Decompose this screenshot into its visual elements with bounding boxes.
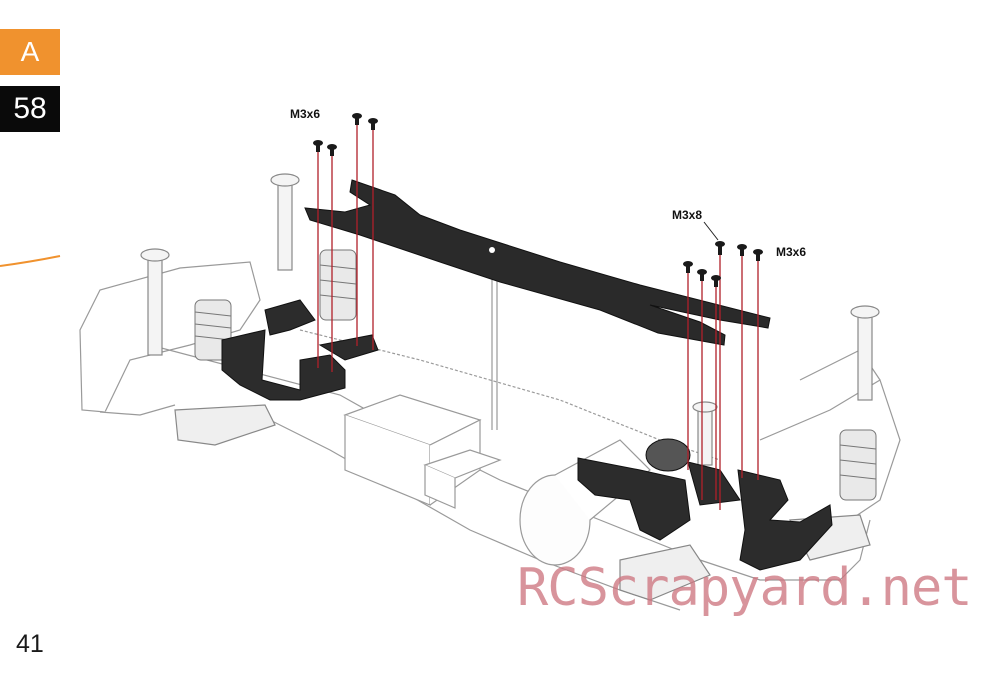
screw-icon: [352, 113, 362, 125]
page-number: 41: [16, 630, 44, 658]
screw-icon: [697, 269, 707, 281]
shock-absorbers: [194, 249, 877, 501]
rear-bulkheads: [577, 438, 833, 571]
step-number-tab: 58: [0, 86, 60, 132]
screw-icon: [753, 249, 763, 261]
alignment-guide-lines: [317, 125, 759, 510]
screw-icon: [737, 244, 747, 256]
orange-accent-stroke: [0, 255, 61, 267]
screw-icon: [711, 275, 721, 287]
screws: [313, 113, 763, 287]
top-deck-plate: [304, 179, 771, 346]
front-bulkheads: [221, 299, 379, 401]
callout-leader-line: [703, 221, 719, 241]
screw-icon: [313, 140, 323, 152]
watermark: RCScrapyard.net: [517, 558, 973, 618]
screw-callout-rear: M3x6: [776, 245, 807, 259]
screw-icon: [368, 118, 378, 130]
screw-callout-front: M3x6: [290, 107, 321, 121]
section-tab: A: [0, 29, 60, 75]
screw-icon: [327, 144, 337, 156]
screw-callout-rear-long: M3x8: [672, 208, 703, 222]
screw-icon: [683, 261, 693, 273]
screw-icon: [715, 241, 725, 255]
